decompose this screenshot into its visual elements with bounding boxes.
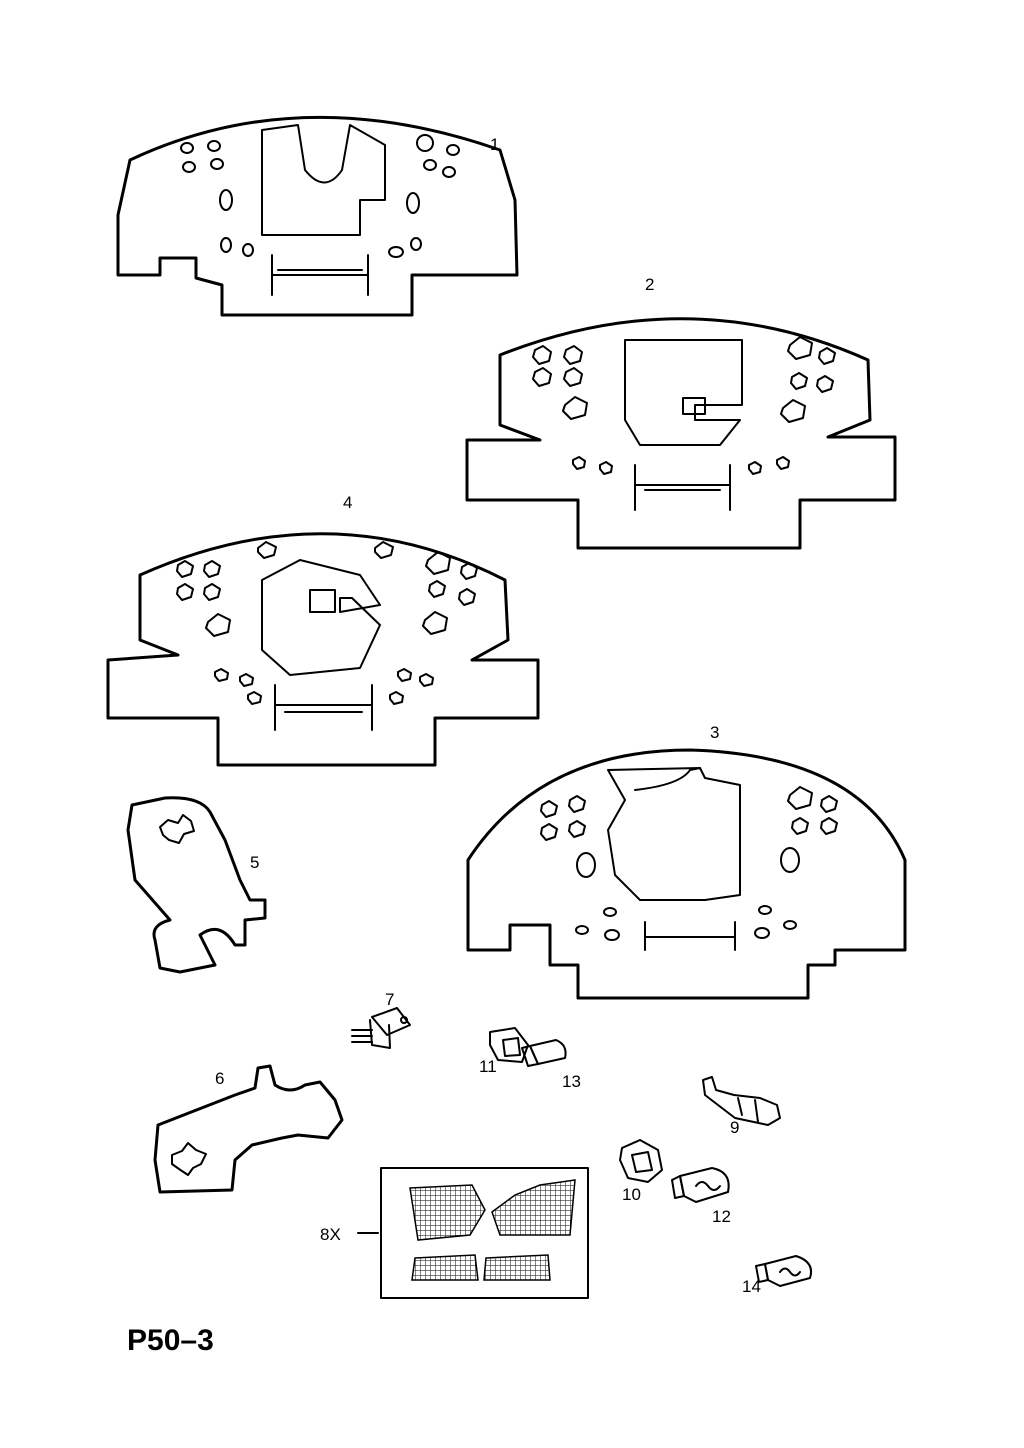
callout-13: 13: [562, 1072, 581, 1091]
bulb-12: [671, 1167, 730, 1203]
callout-12: 12: [712, 1207, 731, 1226]
circuit-board-3: [466, 748, 907, 1000]
bulb-13: [521, 1039, 567, 1067]
callout-5: 5: [250, 853, 259, 872]
diffuser-kit-8x: [357, 1167, 589, 1299]
callout-3: 3: [710, 723, 719, 742]
bulb-14: [755, 1255, 812, 1287]
callout-1: 1: [490, 135, 499, 154]
callout-7: 7: [385, 990, 394, 1009]
callout-9: 9: [730, 1118, 739, 1137]
callout-4: 4: [343, 493, 352, 512]
bulb-holder-11: [489, 1027, 529, 1063]
callout-8x: 8X: [320, 1225, 341, 1244]
page-code: P50–3: [127, 1324, 214, 1357]
circuit-board-2: [465, 317, 897, 550]
callout-10: 10: [622, 1185, 641, 1204]
callout-11: 11: [479, 1057, 497, 1076]
callout-14: 14: [742, 1277, 761, 1296]
bracket-6: [153, 1064, 344, 1194]
callout-6: 6: [215, 1069, 224, 1088]
connector-7: [351, 1007, 411, 1049]
bulb-holder-10: [619, 1139, 663, 1183]
bracket-5: [126, 796, 267, 974]
terminal-9: [702, 1076, 781, 1126]
circuit-board-4: [106, 532, 540, 767]
callout-2: 2: [645, 275, 654, 294]
circuit-board-1: [116, 115, 519, 317]
